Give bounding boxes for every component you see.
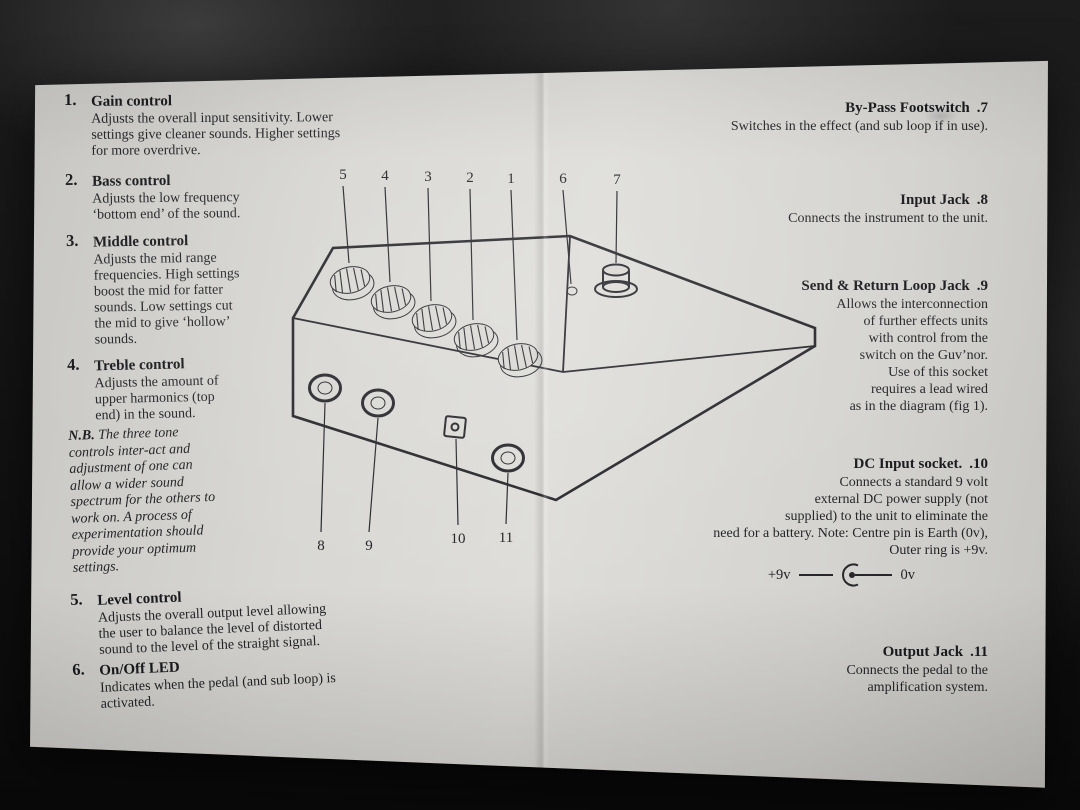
leader-line	[615, 190, 618, 264]
dc-input-socket	[443, 415, 467, 439]
pedal-knob	[409, 299, 460, 343]
send-return-jack-socket	[361, 388, 395, 418]
leader-line	[368, 417, 379, 533]
pedal-knob	[327, 261, 378, 305]
item-heading: By-Pass Footswitch .7	[731, 100, 988, 117]
item-body: Adjusts the overall output level allowin…	[97, 601, 327, 658]
input-jack-socket	[308, 373, 342, 403]
leader-line	[562, 189, 572, 285]
item-title: Bass control	[91, 172, 171, 190]
callout-number: 10	[451, 531, 466, 547]
item-body: Adjusts the low frequency ‘bottom end’ o…	[92, 190, 241, 223]
output-jack-socket	[491, 443, 525, 473]
item-title: By-Pass Footswitch	[845, 100, 970, 116]
pedal-knob	[495, 338, 546, 382]
leader-line	[469, 188, 474, 321]
item-body: Connects the instrument to the unit.	[788, 211, 988, 226]
nb-note: N.B. The three tone controls inter-act a…	[68, 421, 288, 577]
item-heading: DC Input socket. .10	[713, 456, 988, 473]
callout-number: 7	[613, 172, 621, 188]
item-body: Connects the pedal to the amplification …	[846, 663, 988, 695]
item-title: Treble control	[93, 356, 185, 375]
item-title: Level control	[96, 589, 182, 609]
leader-line	[342, 185, 350, 264]
bypass-footswitch	[594, 263, 638, 298]
item-body: Connects a standard 9 volt external DC p…	[713, 475, 988, 558]
leader-line	[320, 402, 326, 533]
item-number: 1.	[63, 89, 77, 109]
callout-number: 8	[317, 538, 325, 554]
item-title: Gain control	[90, 93, 173, 110]
item-body: Adjusts the overall input sensitivity. L…	[91, 110, 341, 159]
item-heading: Input Jack .8	[788, 192, 988, 209]
callout-number: 2	[466, 170, 474, 186]
item-number: .7	[976, 100, 988, 116]
polarity-zero-label: 0v	[900, 566, 916, 583]
pedal-knob	[368, 280, 419, 324]
leader-line	[427, 187, 432, 302]
item-body: Adjusts the amount of upper harmonics (t…	[94, 373, 219, 424]
pedal-drawing-area: 5 4 3 2 1 6 7 8 9 10 11	[280, 160, 850, 580]
item-number: .9	[976, 278, 988, 294]
nb-label: N.B.	[68, 428, 95, 444]
dc-polarity-diagram: +9v 0v	[768, 562, 915, 588]
callout-number: 3	[424, 169, 432, 185]
item-number: .8	[976, 192, 988, 208]
pedal-body-outline	[291, 234, 817, 502]
nb-body: The three tone controls inter-act and ad…	[68, 425, 216, 576]
item-number: 4.	[66, 354, 80, 374]
item-number: .10	[969, 456, 988, 472]
ink-smudge	[924, 108, 958, 124]
leader-line	[510, 189, 518, 341]
callout-number: 11	[499, 530, 513, 546]
callout-number: 4	[381, 168, 389, 184]
item-number: 2.	[64, 169, 78, 189]
item-body: Allows the interconnection of further ef…	[836, 297, 988, 414]
callout-number: 6	[559, 171, 567, 187]
item-number: 3.	[65, 230, 79, 250]
ink-smudge	[379, 60, 431, 74]
leader-lines	[320, 185, 618, 533]
item-number: 5.	[69, 589, 83, 609]
callout-number: 9	[365, 538, 373, 554]
leader-line	[505, 472, 509, 525]
leader-line	[384, 186, 391, 283]
polarity-plus-label: +9v	[767, 566, 791, 583]
item-heading: Send & Return Loop Jack .9	[801, 278, 988, 295]
led-indicator	[566, 286, 578, 296]
item-number: 6.	[71, 659, 85, 679]
leader-line	[455, 438, 459, 526]
item-heading: Output Jack .11	[846, 644, 988, 661]
pedal-edge	[562, 345, 816, 373]
item-title: Output Jack	[882, 644, 964, 660]
pedal-illustration: 5 4 3 2 1 6 7 8 9 10 11	[291, 167, 817, 554]
item-title: DC Input socket.	[853, 456, 963, 472]
item-body: Switches in the effect (and sub loop if …	[730, 119, 988, 134]
item-title: Input Jack	[900, 192, 970, 208]
dc-polarity-icon	[798, 563, 892, 587]
item-title: Send & Return Loop Jack	[801, 278, 970, 294]
item-body: Adjusts the mid range frequencies. High …	[93, 250, 240, 348]
callout-number: 1	[507, 171, 515, 187]
item-title: On/Off LED	[98, 659, 181, 679]
item-title: Middle control	[92, 233, 189, 251]
item-number: .11	[970, 644, 988, 660]
callout-number: 5	[339, 167, 347, 183]
